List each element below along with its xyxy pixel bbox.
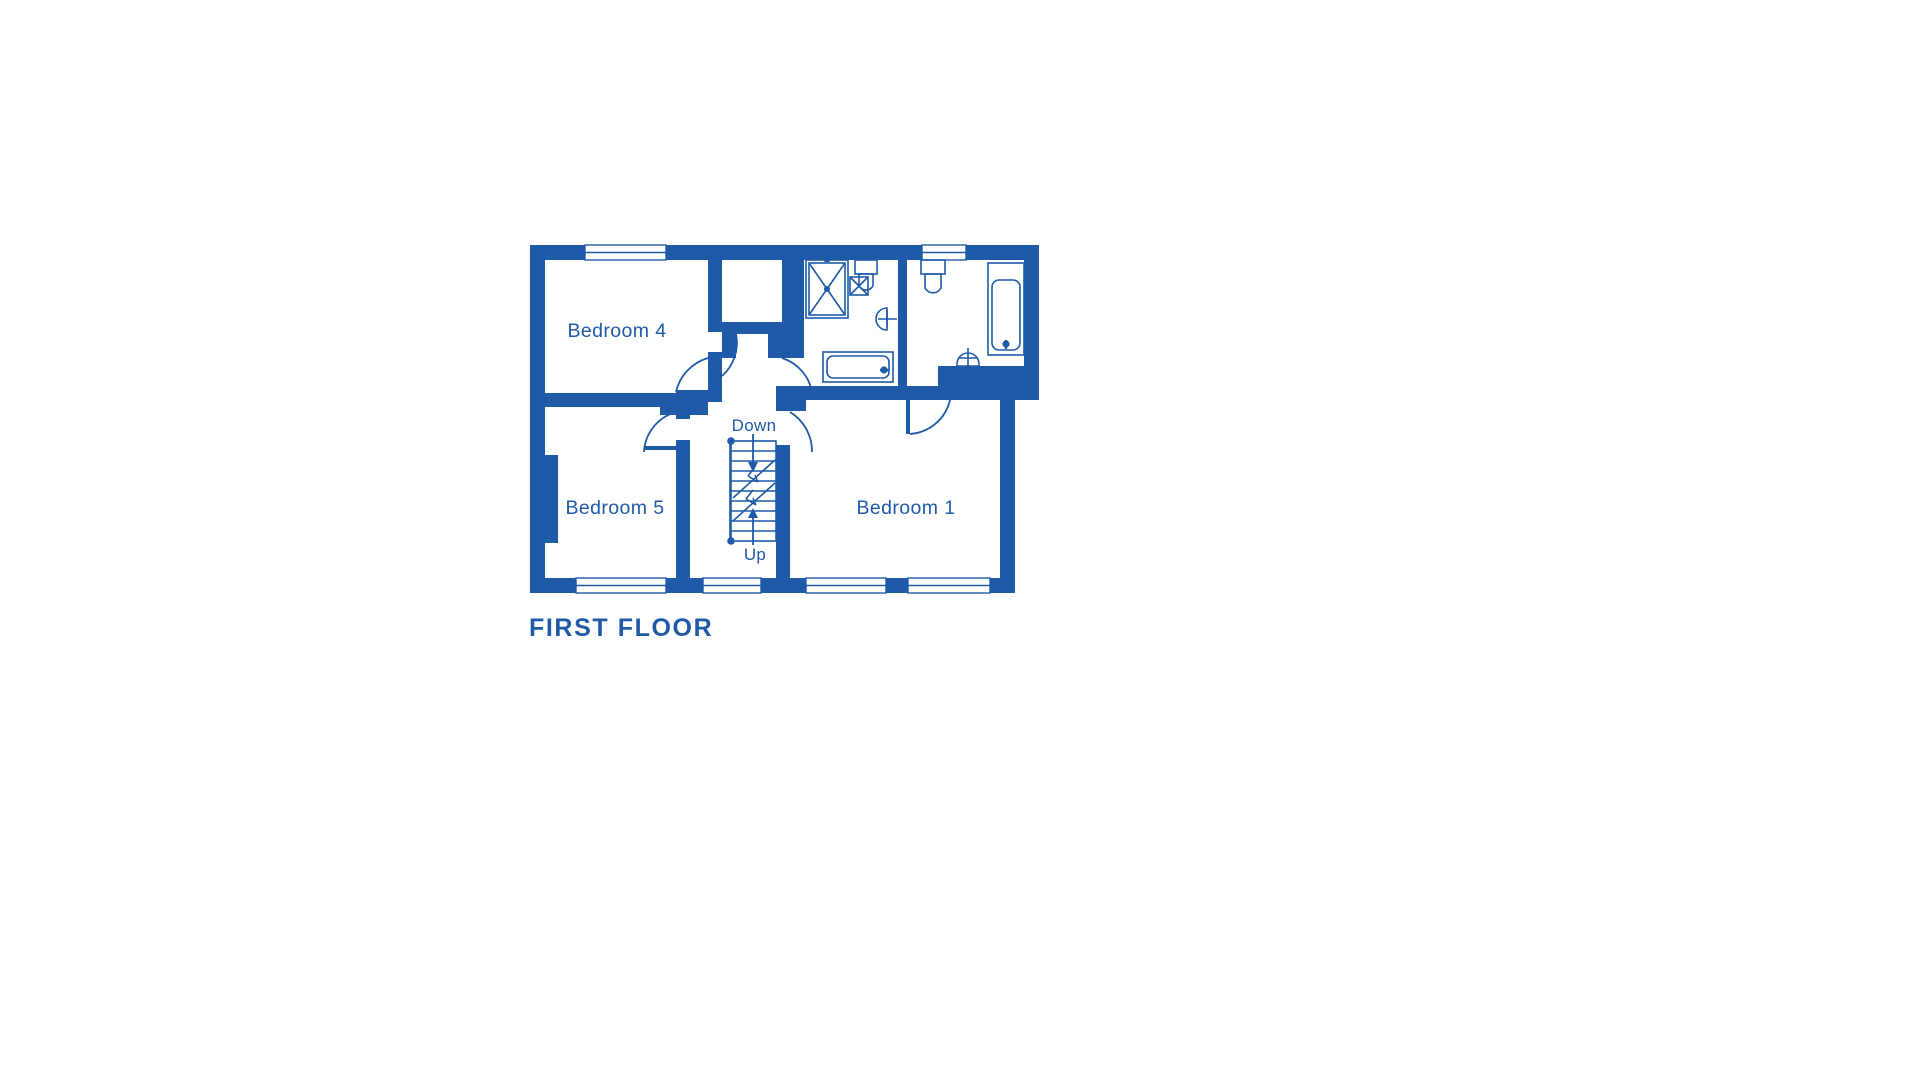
room-label-bedroom-4: Bedroom 4 [568, 320, 667, 342]
door-bedroom-5 [643, 411, 677, 453]
stair-label-down: Down [732, 416, 777, 435]
stair-break-marks [732, 459, 776, 522]
wall-bedroom4-bottom-b [660, 393, 708, 415]
window-bottom-2 [702, 577, 762, 594]
doors-group [643, 333, 951, 453]
wall-landing-left [676, 440, 690, 593]
floor-title: FIRST FLOOR [529, 614, 713, 642]
stair-arrow-up [748, 508, 758, 545]
wall-bedroom4-right-b [708, 352, 722, 402]
wall-bathroom-bottom-b [905, 386, 1015, 400]
wall-left-bump [545, 455, 558, 543]
door-bedroom-4 [675, 357, 709, 394]
wall-landing-left-top [676, 405, 690, 419]
stair-arrow-down [748, 434, 758, 472]
ensuite-fixtures [805, 257, 897, 383]
staircase [727, 434, 777, 545]
radiator-ensuite-icon [875, 307, 897, 331]
window-top-1 [584, 244, 667, 261]
door-ensuite [906, 399, 951, 435]
wall-right-lower [1000, 393, 1015, 593]
door-bedroom-1 [789, 411, 813, 453]
bathroom-fixtures [920, 259, 1025, 367]
window-bottom-3 [805, 577, 887, 594]
wall-right-upper [1024, 245, 1039, 400]
window-bottom-1 [575, 577, 667, 594]
wall-left [530, 245, 545, 593]
bath-ensuite-icon [822, 351, 894, 383]
labels-group: Bedroom 4 Bedroom 5 Bedroom 1 Down Up FI… [529, 320, 956, 642]
shower-enclosure-icon [805, 257, 849, 319]
radiator-bathroom-icon [956, 348, 980, 367]
wall-stair-right [776, 445, 790, 593]
wall-ensuite-bottom-b [776, 393, 806, 411]
shower-tray-small-icon [849, 276, 869, 296]
stair-label-up: Up [744, 545, 766, 564]
wall-between-baths [898, 260, 907, 388]
room-label-bedroom-5: Bedroom 5 [566, 497, 665, 519]
toilet-bathroom-icon [920, 259, 946, 294]
room-label-bedroom-1: Bedroom 1 [857, 497, 956, 519]
bath-bathroom-icon [987, 262, 1025, 356]
windows-group [575, 244, 991, 594]
window-top-2 [921, 244, 967, 261]
door-landing-top [721, 333, 738, 377]
wall-ensuite-left-b [782, 260, 804, 358]
window-bottom-4 [907, 577, 991, 594]
wall-bedroom4-right [708, 260, 722, 332]
walls-group [530, 245, 1039, 593]
door-bathroom [781, 357, 813, 393]
wall-landing-top-cap [722, 322, 782, 334]
